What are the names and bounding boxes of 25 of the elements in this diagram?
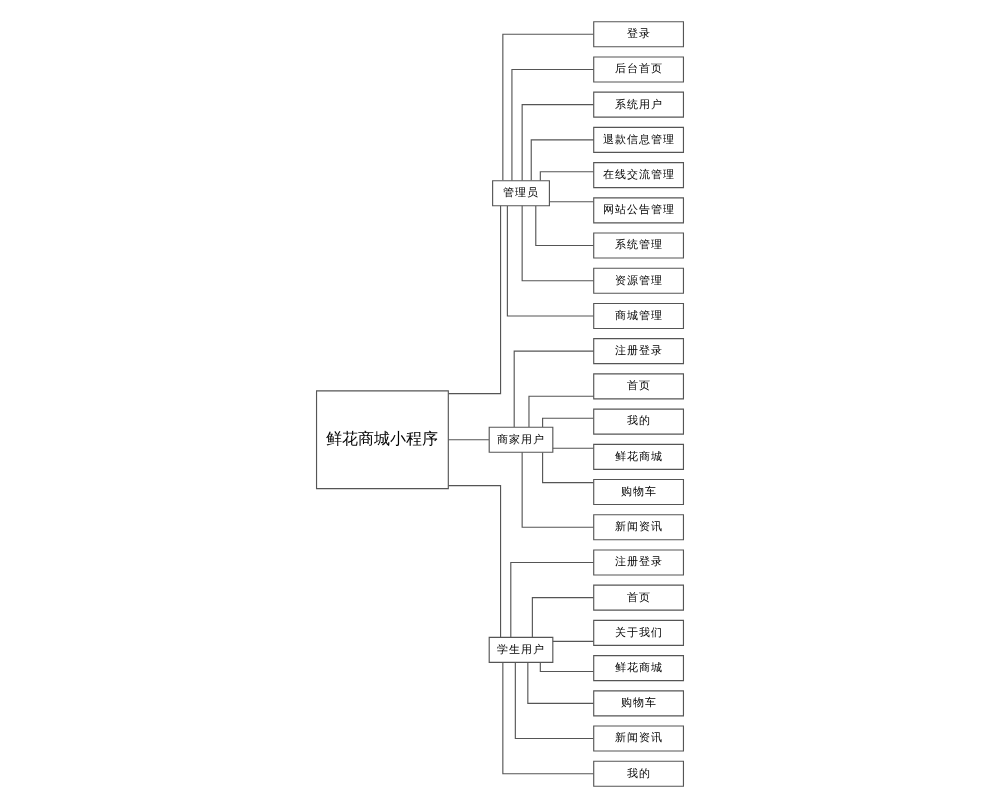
connector — [509, 561, 594, 638]
connector — [538, 171, 594, 182]
connector — [510, 68, 594, 182]
connector — [551, 640, 594, 642]
connector — [520, 205, 594, 282]
connector — [527, 395, 594, 428]
connector — [520, 104, 594, 182]
connector — [541, 417, 593, 428]
connector — [513, 662, 593, 740]
connector — [446, 205, 501, 395]
connector — [501, 662, 593, 775]
connector — [446, 439, 489, 441]
connector — [534, 205, 594, 247]
connector — [529, 139, 594, 181]
connector — [547, 201, 593, 203]
connector — [541, 451, 593, 484]
connector — [530, 597, 594, 638]
connector — [512, 350, 594, 428]
connector — [446, 485, 501, 638]
connector — [520, 451, 594, 528]
connector — [505, 205, 593, 317]
connector — [551, 447, 594, 449]
connector — [501, 33, 593, 181]
connector — [538, 662, 594, 673]
connector — [526, 662, 594, 704]
